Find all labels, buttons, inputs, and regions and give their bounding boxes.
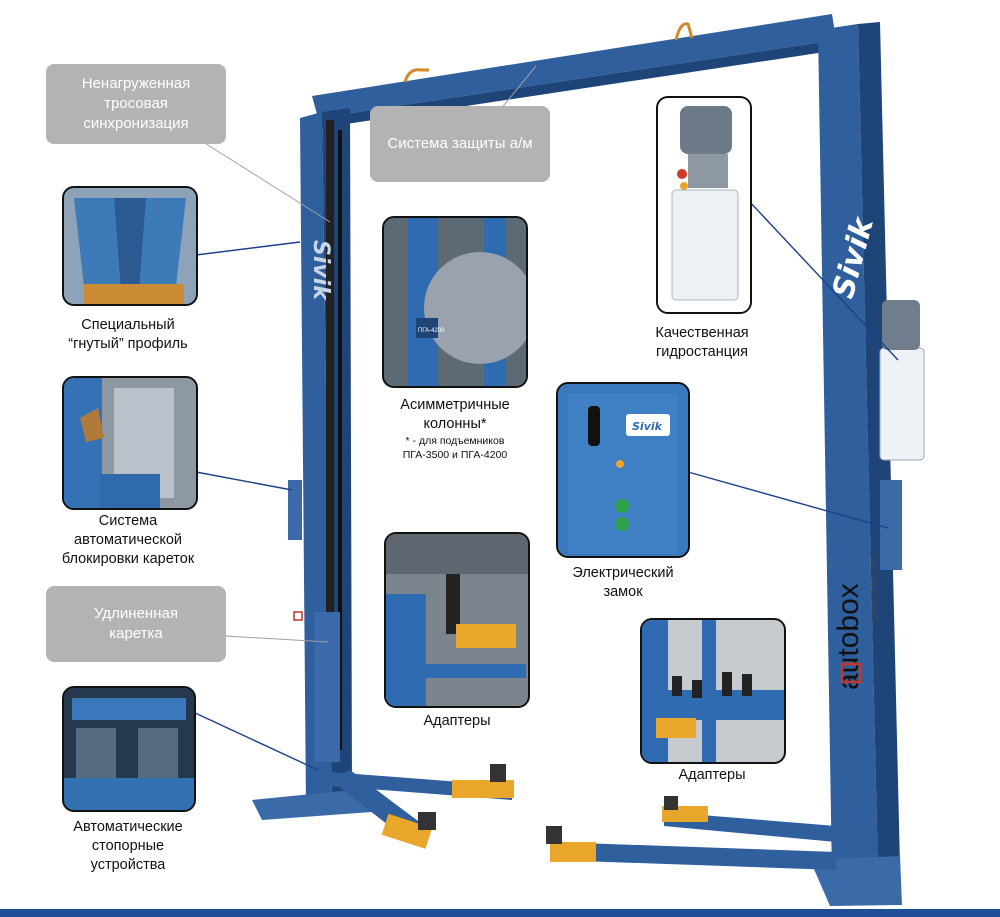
caption-electric-lock: Электрический замок: [572, 565, 674, 600]
bottom-bar: [0, 909, 1000, 917]
caption-auto-stops: Автоматические стопорные устройства: [73, 819, 183, 873]
photo-asymmetric-columns: ПГА-4200: [382, 216, 528, 388]
label-cable-sync: Ненагруженная тросовая синхронизация: [46, 64, 226, 144]
caption-asymmetric-columns: Асимметричные колонны*: [400, 397, 510, 432]
photo-carriage-lock: [62, 376, 198, 510]
photo-electric-lock: Sivik: [556, 382, 690, 558]
svg-text:Sivik: Sivik: [632, 420, 663, 433]
photo-bent-profile: [62, 186, 198, 306]
photo-adapters-right: [640, 618, 786, 764]
left-column-logo: Sivik: [308, 240, 333, 301]
photo-auto-stops: [62, 686, 196, 812]
photo-adapters-center: [384, 532, 530, 708]
right-arm-front: [552, 842, 836, 870]
label-vehicle-protection: Система защиты а/м: [370, 106, 550, 182]
caption-bent-profile: Специальный “гнутый” профиль: [68, 317, 188, 352]
top-beam: [312, 14, 836, 118]
top-hook-left: [403, 68, 429, 83]
photo-hydraulic-station: [656, 96, 752, 314]
svg-text:ПГА-4200: ПГА-4200: [418, 328, 445, 334]
caption-adapters-right: Адаптеры: [678, 767, 746, 783]
note-asymmetric-columns: * - для подъемников ПГА-3500 и ПГА-4200: [402, 435, 508, 461]
leader-lines: [192, 199, 899, 771]
left-base: [252, 790, 372, 820]
right-column: [818, 24, 878, 876]
hydraulic-unit: [879, 347, 925, 461]
watermark-url: www.autobox.com: [869, 555, 878, 621]
leader-lines-gray: [199, 65, 537, 643]
top-hook-right: [674, 22, 694, 41]
left-column-autobox: autobox: [290, 554, 301, 590]
caption-hydraulic-station: Качественная гидростанция: [655, 325, 749, 360]
label-extended-carriage: Удлиненная каретка: [46, 586, 226, 662]
caption-adapters-center: Адаптеры: [423, 713, 491, 729]
caption-carriage-lock: Система автоматической блокировки карето…: [61, 513, 195, 567]
